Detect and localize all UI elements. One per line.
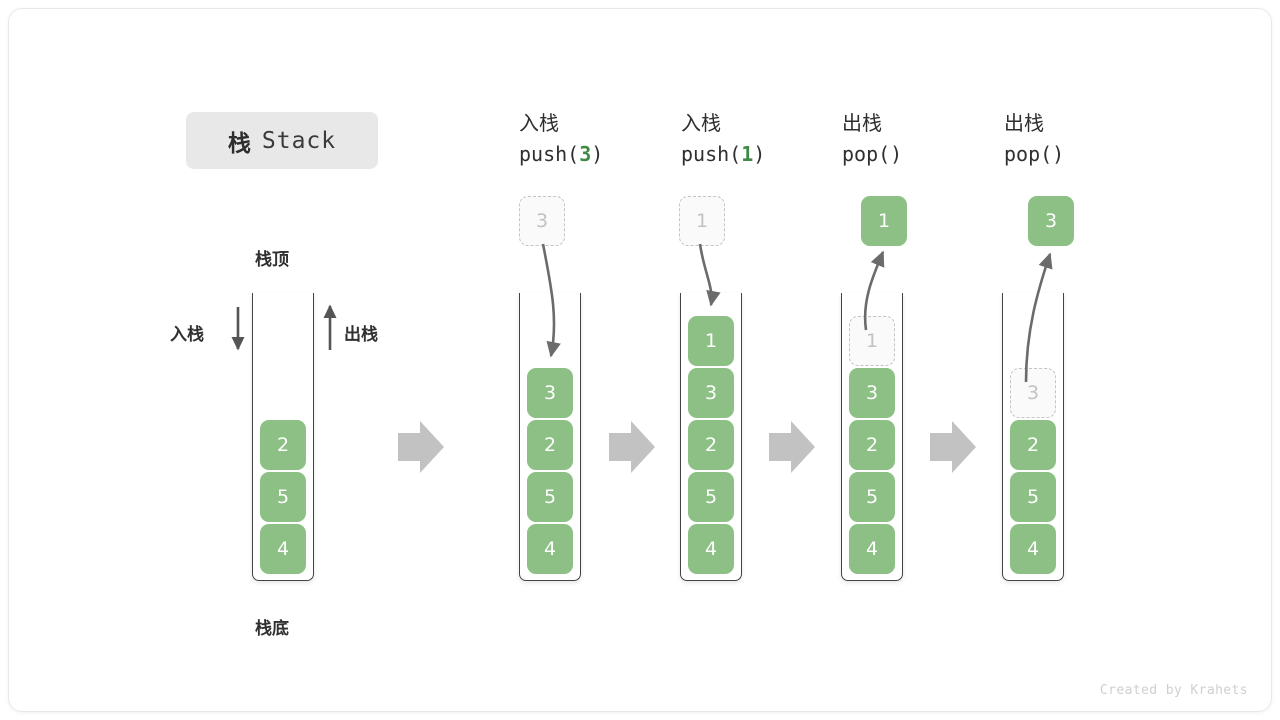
stack-box: 3 xyxy=(1010,368,1056,418)
step-op-label: 出栈 xyxy=(842,111,882,135)
call-argument: 3 xyxy=(579,142,592,166)
stack-box: 3 xyxy=(688,368,734,418)
floating-value-box-pop-1: 1 xyxy=(861,196,907,246)
stack-box: 2 xyxy=(849,420,895,470)
stack-box: 2 xyxy=(688,420,734,470)
step-op-label: 出栈 xyxy=(1004,111,1044,135)
floating-value-box-pop-3: 3 xyxy=(1028,196,1074,246)
stack-title-cn: 栈 xyxy=(227,130,252,157)
step-op-label: 入栈 xyxy=(519,111,559,135)
stack-container-pop-1 xyxy=(841,293,903,581)
stack-box: 5 xyxy=(260,472,306,522)
stack-title-en: Stack xyxy=(261,127,337,154)
stack-container-push-1 xyxy=(680,293,742,581)
step-op-call: push(1) xyxy=(681,139,765,170)
call-prefix: pop( xyxy=(842,142,891,166)
stack-box: 1 xyxy=(688,316,734,366)
stack-box: 4 xyxy=(260,524,306,574)
floating-value-box-push-1: 1 xyxy=(679,196,725,246)
stack-box: 3 xyxy=(527,368,573,418)
stack-box: 2 xyxy=(1010,420,1056,470)
call-prefix: push( xyxy=(519,142,580,166)
stack-box: 4 xyxy=(1010,524,1056,574)
stack-title-badge: 栈 Stack xyxy=(186,112,378,169)
footer-credit: Created by Krahets xyxy=(1099,683,1248,698)
stack-box: 2 xyxy=(260,420,306,470)
step-heading-push-1: 入栈 push(1) xyxy=(681,108,765,170)
stack-box: 5 xyxy=(688,472,734,522)
floating-value-box-push-3: 3 xyxy=(519,196,565,246)
step-op-call: pop() xyxy=(1004,139,1064,170)
step-heading-pop-3: 出栈 pop() xyxy=(1004,108,1064,170)
stack-container-push-3 xyxy=(519,293,581,581)
stack-box: 4 xyxy=(688,524,734,574)
call-suffix: ) xyxy=(1052,142,1065,166)
stack-box: 5 xyxy=(1010,472,1056,522)
stack-box: 3 xyxy=(849,368,895,418)
call-prefix: pop( xyxy=(1004,142,1053,166)
step-heading-push-3: 入栈 push(3) xyxy=(519,108,603,170)
stack-box: 4 xyxy=(849,524,895,574)
stack-top-label: 栈顶 xyxy=(255,250,289,270)
call-suffix: ) xyxy=(753,142,766,166)
stack-box: 1 xyxy=(849,316,895,366)
stack-container-pop-3 xyxy=(1002,293,1064,581)
step-op-call: push(3) xyxy=(519,139,603,170)
stack-box: 4 xyxy=(527,524,573,574)
push-direction-label: 入栈 xyxy=(170,325,204,345)
pop-direction-label: 出栈 xyxy=(344,325,378,345)
call-prefix: push( xyxy=(681,142,742,166)
stack-box: 2 xyxy=(527,420,573,470)
stack-box: 5 xyxy=(527,472,573,522)
call-suffix: ) xyxy=(890,142,903,166)
stack-bottom-label: 栈底 xyxy=(255,619,289,639)
step-op-call: pop() xyxy=(842,139,902,170)
stack-container-initial xyxy=(252,293,314,581)
stack-box: 5 xyxy=(849,472,895,522)
step-heading-pop-1: 出栈 pop() xyxy=(842,108,902,170)
call-suffix: ) xyxy=(591,142,604,166)
step-op-label: 入栈 xyxy=(681,111,721,135)
call-argument: 1 xyxy=(741,142,754,166)
